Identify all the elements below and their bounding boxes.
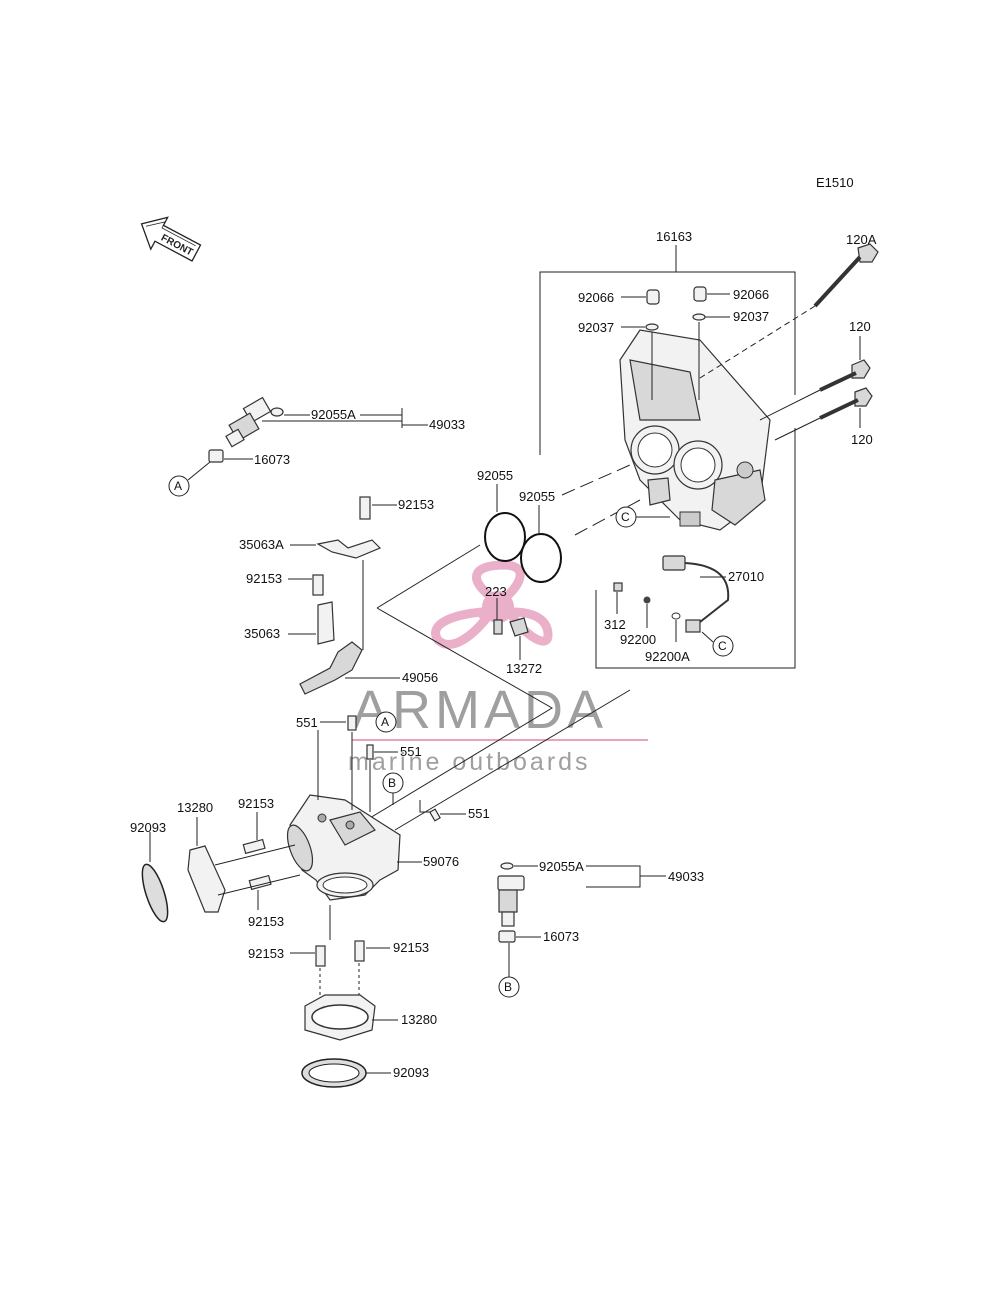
label-49033-bottom: 49033 <box>668 869 704 884</box>
label-92200A: 92200A <box>645 649 690 664</box>
label-92055A-bottom: 92055A <box>539 859 584 874</box>
flange-13280-bottom <box>304 994 376 1041</box>
bracket-35063 <box>317 601 335 645</box>
label-92037-left: 92037 <box>578 320 614 335</box>
label-92153-b: 92153 <box>246 571 282 586</box>
label-92153-c: 92153 <box>238 796 274 811</box>
bolt-92153-e <box>315 945 326 967</box>
label-92055-right: 92055 <box>519 489 555 504</box>
cap-92066-left <box>646 289 660 305</box>
oring-92055-left <box>484 512 526 562</box>
label-35063A: 35063A <box>239 537 284 552</box>
label-92153-d: 92153 <box>248 914 284 929</box>
front-arrow-icon: FRONT <box>140 216 202 262</box>
label-92055A-top: 92055A <box>311 407 356 422</box>
throttle-body <box>619 329 771 531</box>
label-49056: 49056 <box>402 670 438 685</box>
seal-92093-left <box>141 863 169 923</box>
bolt-120-upper <box>759 359 871 421</box>
label-92153-e: 92153 <box>248 946 284 961</box>
label-92055-left: 92055 <box>477 468 513 483</box>
label-92093-left: 92093 <box>130 820 166 835</box>
label-551-c: 551 <box>468 806 490 821</box>
lever-13272 <box>509 617 529 637</box>
callout-b-bottom-label: B <box>504 980 512 994</box>
label-92093-bottom: 92093 <box>393 1065 429 1080</box>
label-551-a: 551 <box>296 715 318 730</box>
label-92066-left: 92066 <box>578 290 614 305</box>
bolt-92153-a <box>359 496 371 520</box>
bolt-120-lower <box>774 387 873 441</box>
oring-92055A-bottom <box>500 862 514 870</box>
bolt-92153-b <box>312 574 324 596</box>
dowel-551-b <box>366 744 374 760</box>
label-312: 312 <box>604 617 626 632</box>
throttle-body-bracket <box>539 245 796 669</box>
washer-92200A <box>671 612 681 620</box>
injector-bottom <box>497 875 525 927</box>
bolt-92153-c <box>242 838 266 855</box>
label-223: 223 <box>485 584 507 599</box>
grommet-16073-top <box>208 449 224 463</box>
bolt-120A <box>699 243 879 379</box>
callout-c-sensor <box>712 635 734 657</box>
bracket-35063A <box>316 539 382 559</box>
label-16073-bottom: 16073 <box>543 929 579 944</box>
callout-a-top <box>168 475 190 497</box>
watermark-brand: ARMADA <box>352 680 607 740</box>
label-27010: 27010 <box>728 569 764 584</box>
label-49033-top: 49033 <box>429 417 465 432</box>
label-92066-right: 92066 <box>733 287 769 302</box>
grommet-16073-bottom <box>498 930 516 943</box>
watermark-logo <box>431 560 553 649</box>
washer-92037-left <box>645 323 659 331</box>
sensor-27010 <box>662 555 730 633</box>
callout-b-bottom <box>498 976 520 998</box>
screw-223 <box>493 619 503 635</box>
injector-top <box>225 396 272 448</box>
label-92037-right: 92037 <box>733 309 769 324</box>
callout-c-sensor-label: C <box>718 639 727 653</box>
washer-92200 <box>643 596 651 604</box>
callout-a-mid-label: A <box>381 715 389 729</box>
nut-312 <box>613 582 623 592</box>
label-551-b: 551 <box>400 744 422 759</box>
watermark-tagline: marine outboards <box>348 748 591 776</box>
diagram-code: E1510 <box>816 175 854 190</box>
label-13280-bottom: 13280 <box>401 1012 437 1027</box>
callout-b-mid-label: B <box>388 776 396 790</box>
dowel-551-c <box>429 808 441 822</box>
label-16163: 16163 <box>656 229 692 244</box>
flange-13280-left <box>187 845 226 913</box>
callout-a-mid <box>375 711 397 733</box>
label-92153-a: 92153 <box>398 497 434 512</box>
fuel-pipe-49056 <box>299 641 363 695</box>
label-59076: 59076 <box>423 854 459 869</box>
label-13272: 13272 <box>506 661 542 676</box>
oring-92055A-top <box>270 407 284 417</box>
callout-a-top-label: A <box>174 479 182 493</box>
oring-92055-right <box>520 533 562 583</box>
label-92153-f: 92153 <box>393 940 429 955</box>
label-120-upper: 120 <box>849 319 871 334</box>
dowel-551-a <box>347 715 357 731</box>
label-35063: 35063 <box>244 626 280 641</box>
cap-92066-right <box>693 286 707 302</box>
seal-92093-bottom <box>301 1058 367 1088</box>
intake-manifold-59076 <box>286 794 401 901</box>
label-13280-left: 13280 <box>177 800 213 815</box>
bolt-92153-f <box>354 940 365 962</box>
label-120-lower: 120 <box>851 432 873 447</box>
callout-c-body-label: C <box>621 510 630 524</box>
label-16073-top: 16073 <box>254 452 290 467</box>
washer-92037-right <box>692 313 706 321</box>
label-92200: 92200 <box>620 632 656 647</box>
label-120A: 120A <box>846 232 877 247</box>
